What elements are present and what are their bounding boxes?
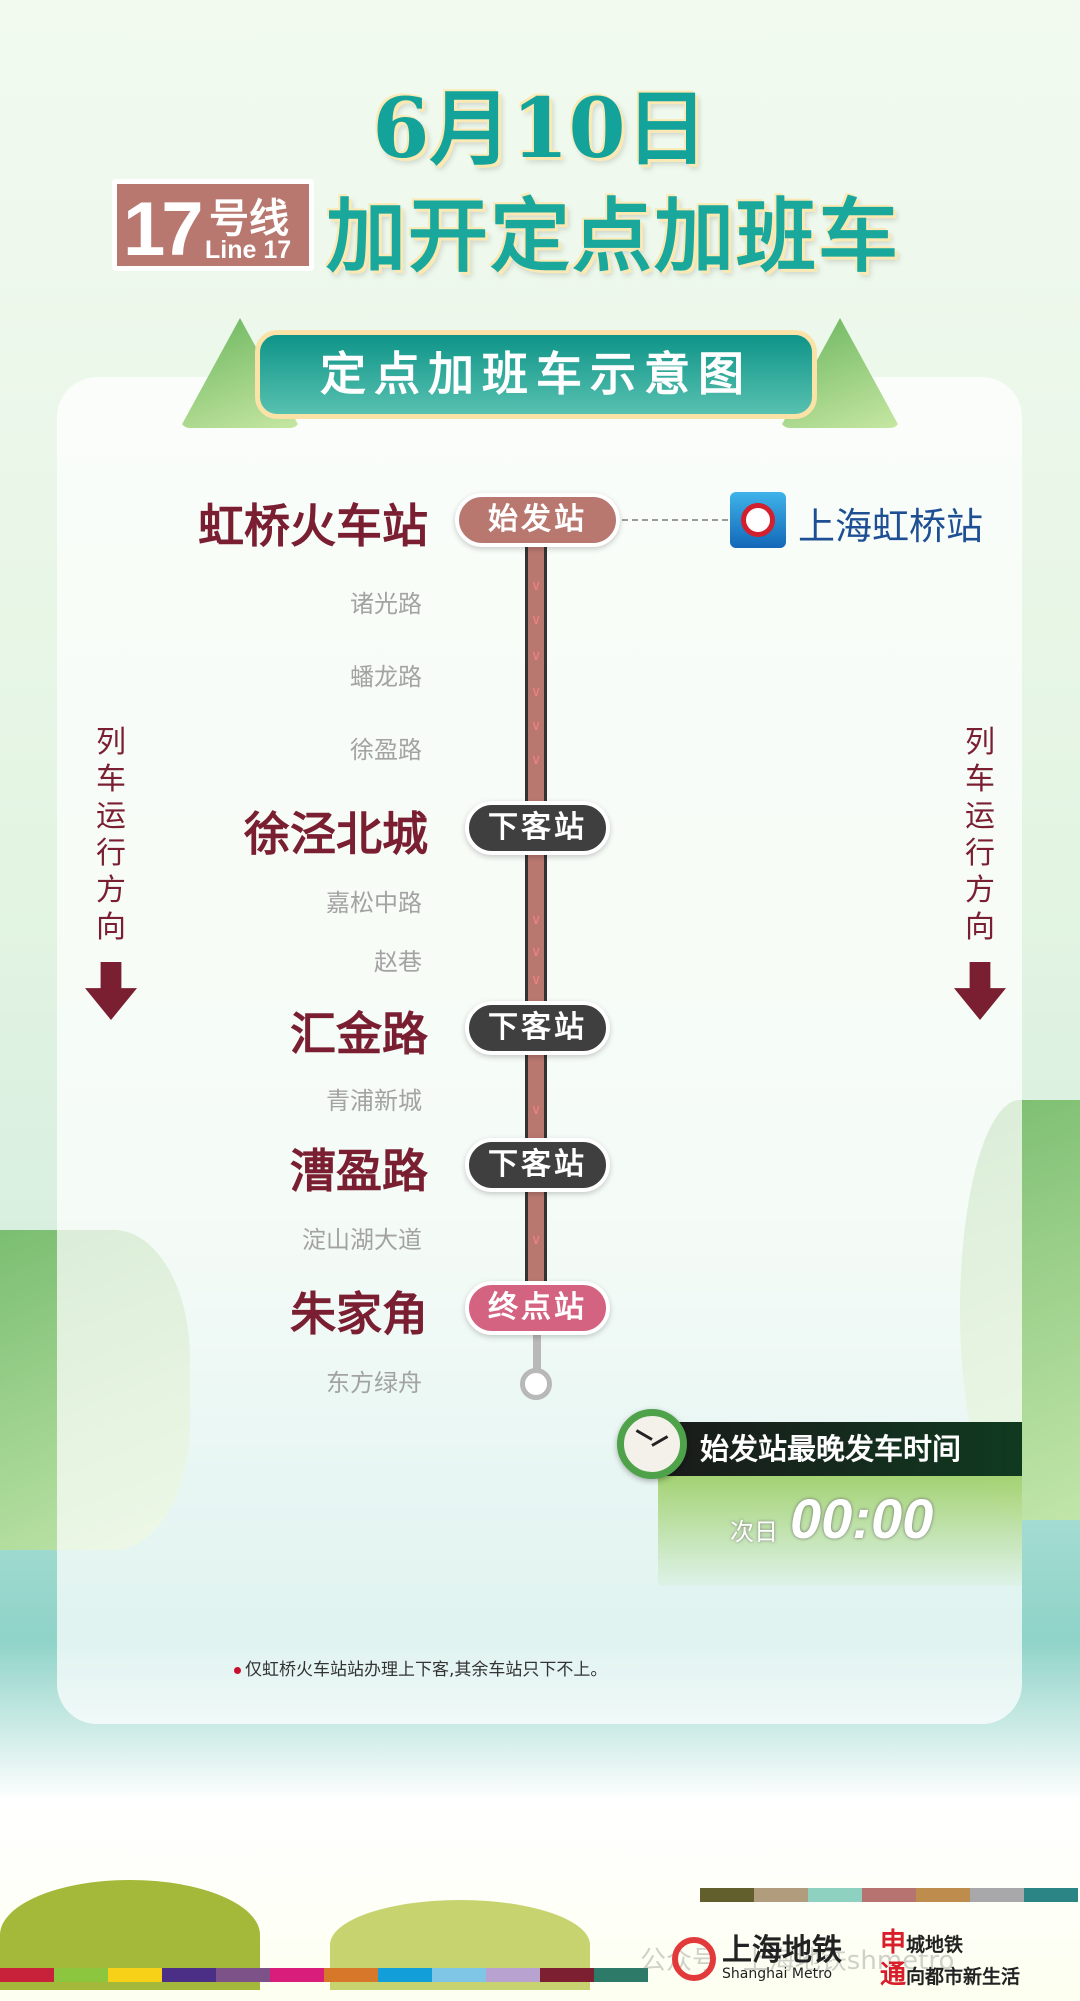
slogan-1: 城地铁 xyxy=(906,1934,964,1956)
station-name-minor: 徐盈路 xyxy=(350,736,422,764)
station-badge: 终点站 xyxy=(465,1281,610,1335)
line-colors-bar xyxy=(0,1968,648,1982)
direction-char: 方 xyxy=(965,873,995,908)
clock-icon xyxy=(617,1409,687,1479)
station-name-major: 朱家角 xyxy=(290,1287,428,1341)
station-name-minor: 嘉松中路 xyxy=(326,889,422,917)
page-title: 加开定点加班车 xyxy=(326,189,900,283)
chevron-down-icon: ∨ xyxy=(531,612,542,628)
direction-label-right: 列车运行方向 xyxy=(960,724,1000,946)
last-departure-time: 00:00 xyxy=(790,1487,934,1550)
bullet-icon xyxy=(234,1666,241,1674)
metro-logo-icon xyxy=(672,1937,716,1981)
direction-char: 行 xyxy=(96,836,126,871)
slogan-2: 向都市新生活 xyxy=(906,1966,1021,1988)
station-badge: 始发站 xyxy=(455,493,620,547)
station-badge: 下客站 xyxy=(465,1138,610,1192)
direction-char: 运 xyxy=(965,799,995,834)
station-name-minor: 青浦新城 xyxy=(326,1087,422,1115)
station-name-major: 汇金路 xyxy=(290,1007,428,1061)
chevron-down-icon: ∨ xyxy=(531,1102,542,1118)
direction-char: 运 xyxy=(96,799,126,834)
chevron-down-icon: ∨ xyxy=(531,578,542,594)
station-name-major: 徐泾北城 xyxy=(244,807,428,861)
station-badge: 下客站 xyxy=(465,801,610,855)
chevron-down-icon: ∨ xyxy=(531,1232,542,1248)
direction-char: 向 xyxy=(96,910,126,945)
last-departure-panel xyxy=(658,1476,1022,1586)
station-name-minor: 诸光路 xyxy=(350,590,422,618)
chevron-down-icon: ∨ xyxy=(531,912,542,928)
diagram-banner: 定点加班车示意图 xyxy=(255,330,817,419)
logo-en: Shanghai Metro xyxy=(722,1966,833,1982)
chevron-down-icon: ∨ xyxy=(531,752,542,768)
chevron-down-icon: ∨ xyxy=(531,684,542,700)
station-name-minor: 东方绿舟 xyxy=(326,1369,422,1397)
station-name-minor: 赵巷 xyxy=(374,948,422,976)
direction-char: 方 xyxy=(96,873,126,908)
station-name-minor: 淀山湖大道 xyxy=(302,1226,422,1254)
line-badge: 17 号线 Line 17 xyxy=(112,179,314,272)
station-badge: 下客站 xyxy=(465,1001,610,1055)
station-name-minor: 蟠龙路 xyxy=(350,663,422,691)
transfer-connector xyxy=(622,519,728,521)
direction-char: 列 xyxy=(965,725,995,760)
footnote-text: 仅虹桥火车站站办理上下客,其余车站只下不上。 xyxy=(245,1660,608,1680)
slogan-head-2: 通 xyxy=(880,1960,907,1990)
chevron-down-icon: ∨ xyxy=(531,718,542,734)
direction-char: 列 xyxy=(96,725,126,760)
station-name-major: 漕盈路 xyxy=(290,1144,428,1198)
direction-char: 车 xyxy=(96,762,126,797)
last-departure-label: 始发站最晚发车时间 xyxy=(655,1422,1022,1476)
route-tail-inactive xyxy=(533,1320,541,1375)
footnote: 仅虹桥火车站站办理上下客,其余车站只下不上。 xyxy=(234,1655,607,1680)
date-title: 6月10日 xyxy=(372,81,708,177)
line-number: 17 xyxy=(123,187,204,272)
route-line: ∨ ∨ ∨ ∨ ∨ ∨ ∨ ∨ ∨ ∨ ∨ xyxy=(525,540,547,1310)
chevron-down-icon: ∨ xyxy=(531,944,542,960)
terminal-circle xyxy=(520,1368,552,1400)
station-name-major: 虹桥火车站 xyxy=(198,499,428,553)
slogan: 申城地铁 通向都市新生活 xyxy=(880,1928,1020,1992)
chevron-down-icon: ∨ xyxy=(531,648,542,664)
line-colors-bar-upper xyxy=(700,1888,1078,1902)
direction-char: 车 xyxy=(965,762,995,797)
direction-char: 向 xyxy=(965,910,995,945)
chevron-down-icon: ∨ xyxy=(531,972,542,988)
direction-char: 行 xyxy=(965,836,995,871)
next-day-label: 次日 xyxy=(730,1518,778,1546)
line-label-cn: 号线 xyxy=(209,196,289,242)
direction-label-left: 列车运行方向 xyxy=(91,724,131,946)
transfer-station-name: 上海虹桥站 xyxy=(798,505,983,548)
china-railway-icon xyxy=(730,492,786,548)
logo-cn: 上海地铁 xyxy=(722,1933,842,1968)
line-label-en: Line 17 xyxy=(205,236,292,264)
slogan-head-1: 申 xyxy=(880,1928,907,1958)
